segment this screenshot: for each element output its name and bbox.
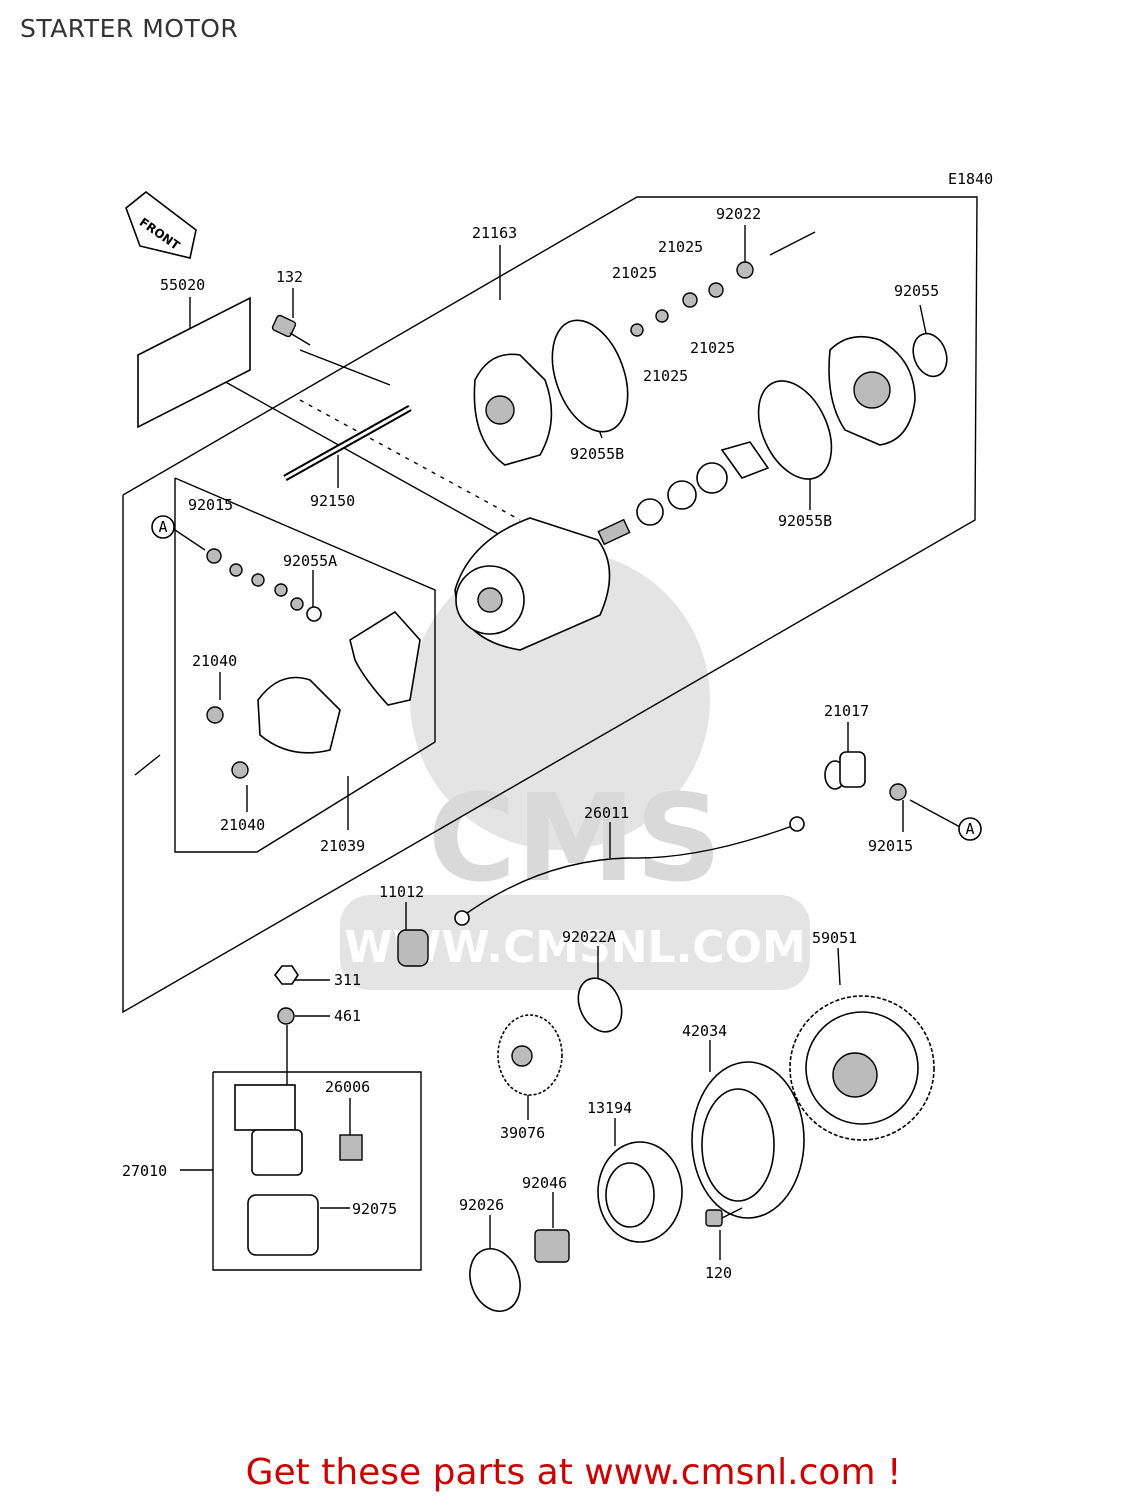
callout-21025-c: 21025 <box>690 339 735 357</box>
svg-text:A: A <box>965 820 974 838</box>
callout-59051: 59051 <box>812 929 857 947</box>
callout-92055B-2: 92055B <box>778 512 832 530</box>
callout-42034: 42034 <box>682 1022 727 1040</box>
parts <box>137 261 948 1312</box>
callout-27010: 27010 <box>122 1162 167 1180</box>
motor-yoke <box>454 517 631 651</box>
washer-21025-4 <box>708 282 724 298</box>
callout-120: 120 <box>705 1264 732 1282</box>
bolt-120 <box>705 1207 743 1227</box>
joint-21017 <box>824 751 866 790</box>
gear-59051 <box>789 995 935 1141</box>
cable-26011 <box>459 824 796 919</box>
callout-92026: 92026 <box>459 1196 504 1214</box>
end-cover-front <box>473 353 553 466</box>
callout-11012: 11012 <box>379 883 424 901</box>
gasket-55020 <box>137 296 251 429</box>
nut-92015-2 <box>889 783 907 801</box>
callout-21040-1: 21040 <box>192 652 237 670</box>
spring-21040-1 <box>206 706 224 724</box>
callout-92015-1: 92015 <box>188 496 233 514</box>
o-ring-92055B-1 <box>551 319 629 433</box>
washer-92022A <box>577 977 623 1033</box>
callout-92055: 92055 <box>894 282 939 300</box>
callout-311: 311 <box>334 971 361 989</box>
washer-461 <box>277 1007 295 1025</box>
o-ring-92055A <box>306 606 322 622</box>
bolt-132 <box>271 314 311 346</box>
callout-21039: 21039 <box>320 837 365 855</box>
reference-marker-a-2: A <box>958 817 982 841</box>
leader-lines <box>134 225 961 1260</box>
washer-stack-3 <box>636 498 664 526</box>
svg-text:A: A <box>158 518 167 536</box>
brush-holder-21039 <box>257 676 341 754</box>
callout-26011: 26011 <box>584 804 629 822</box>
callout-92015-2: 92015 <box>868 837 913 855</box>
page-title: STARTER MOTOR <box>20 14 239 43</box>
callout-21025-b: 21025 <box>612 264 657 282</box>
callout-92055A: 92055A <box>283 552 337 570</box>
o-ring-92055 <box>912 332 948 378</box>
watermark-logo-text: CMS <box>428 770 722 909</box>
fuse-26006 <box>339 1134 363 1161</box>
callout-21025-a: 21025 <box>658 238 703 256</box>
washer-21025-3 <box>682 292 698 308</box>
washer-92026 <box>469 1248 521 1312</box>
callout-92022: 92022 <box>716 205 761 223</box>
cover-92075 <box>247 1194 319 1256</box>
cap-11012 <box>397 929 429 967</box>
callout-92046: 92046 <box>522 1174 567 1192</box>
end-cover-rear <box>828 335 916 446</box>
callout-21163: 21163 <box>472 224 517 242</box>
diagram-code: E1840 <box>948 170 993 188</box>
parts-diagram: CMS WWW.CMSNL.COM E1840 FRONT <box>122 170 993 1312</box>
callout-92022A: 92022A <box>562 928 616 946</box>
callout-92055B-1: 92055B <box>570 445 624 463</box>
callout-39076: 39076 <box>500 1124 545 1142</box>
o-ring-92055B-2 <box>757 380 833 480</box>
callout-21017: 21017 <box>824 702 869 720</box>
callout-21040-2: 21040 <box>220 816 265 834</box>
front-arrow-icon: FRONT <box>125 190 197 259</box>
nut-92015 <box>206 548 222 564</box>
washer-21025-2 <box>655 309 669 323</box>
washer-92022 <box>736 261 754 279</box>
bearing-92046 <box>534 1229 570 1263</box>
callout-21025-d: 21025 <box>643 367 688 385</box>
relay-27010 <box>234 1084 303 1176</box>
callout-461: 461 <box>334 1007 361 1025</box>
clutch-42034 <box>691 1061 805 1219</box>
callouts: 55020 132 21163 92022 21025 21025 21025 … <box>122 205 939 1282</box>
callout-92150: 92150 <box>310 492 355 510</box>
callout-13194: 13194 <box>587 1099 632 1117</box>
brush-plate <box>349 610 421 706</box>
callout-26006: 26006 <box>325 1078 370 1096</box>
plate-bracket <box>720 441 770 479</box>
cta-link[interactable]: Get these parts at www.cmsnl.com ! <box>245 1452 902 1493</box>
reference-marker-a-1: A <box>151 515 175 539</box>
callout-55020: 55020 <box>160 276 205 294</box>
washer-stack-2 <box>667 480 697 510</box>
washer-21025-1 <box>630 323 644 337</box>
assembly-outline <box>122 196 978 1271</box>
nut-311 <box>273 965 299 985</box>
gear-39076 <box>497 1014 563 1096</box>
callout-92075: 92075 <box>352 1200 397 1218</box>
one-way-clutch-13194 <box>597 1141 683 1243</box>
spring-21040-2 <box>231 761 249 779</box>
washer-stack-1 <box>696 462 728 494</box>
callout-132: 132 <box>276 268 303 286</box>
